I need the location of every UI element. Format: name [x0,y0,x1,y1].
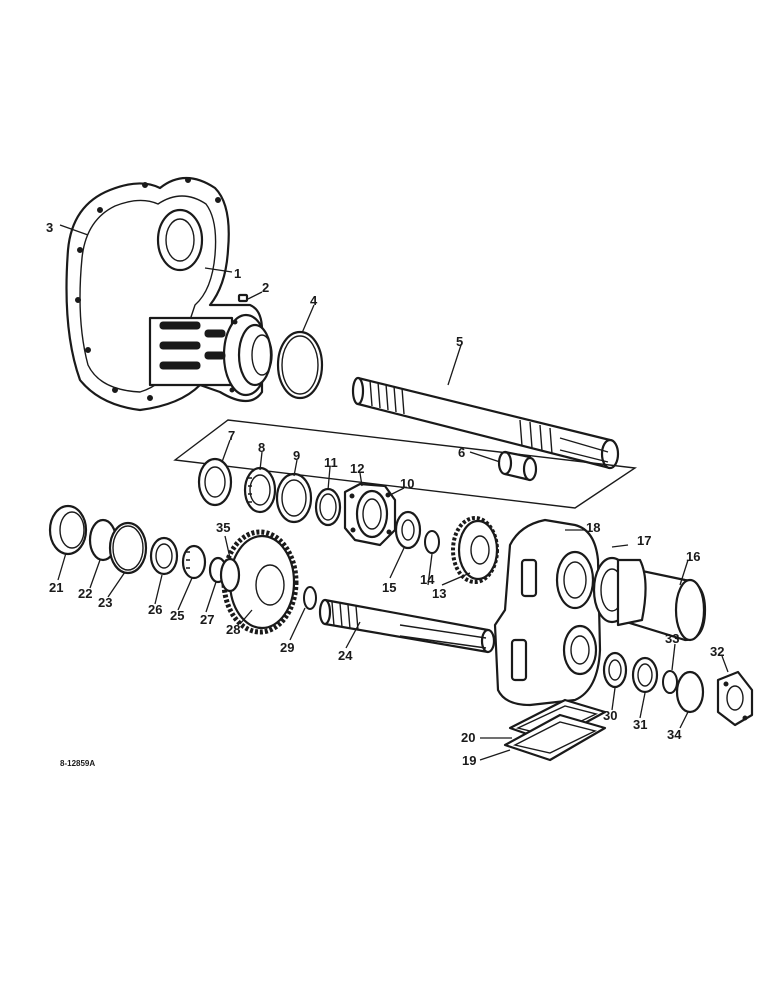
part-20-19-gasket-cover [503,698,607,762]
part-34-ring [675,670,705,714]
callout-17: 17 [637,533,651,548]
part-16-cone-housing [616,558,707,642]
figure-reference-code: 8-12859A [60,759,95,768]
callout-20: 20 [461,730,475,745]
part-32-cap [716,670,754,727]
callout-13: 13 [432,586,446,601]
part-12-10-retainer [343,482,397,547]
callout-2: 2 [262,280,269,295]
part-21-cover [48,504,88,556]
part-23-shim [108,521,148,575]
callout-5: 5 [456,334,463,349]
part-30-bearing [602,651,628,689]
callout-25: 25 [170,608,184,623]
part-5-shaft [351,376,620,470]
part-29-snap-ring [303,586,317,610]
callout-16: 16 [686,549,700,564]
callout-19: 19 [462,753,476,768]
callout-22: 22 [78,586,92,601]
callout-9: 9 [293,448,300,463]
part-25-bearing [181,544,207,580]
callout-7: 7 [228,428,235,443]
callout-3: 3 [46,220,53,235]
housing-assembly [65,176,273,412]
part-14-snap-ring [424,530,440,554]
callout-35: 35 [216,520,230,535]
part-7-seal [197,457,233,507]
callout-6: 6 [458,445,465,460]
part-31-cup [631,656,659,694]
part-8-bearing [243,466,277,514]
callout-30: 30 [603,708,617,723]
callout-24: 24 [338,648,353,663]
part-24-shaft [318,598,496,654]
callout-28: 28 [226,622,240,637]
callout-32: 32 [710,644,724,659]
callout-31: 31 [633,717,647,732]
part-11-ring [314,487,342,527]
part-4-o-ring [276,330,324,400]
callout-27: 27 [200,612,214,627]
callout-21: 21 [49,580,63,595]
callout-8: 8 [258,440,265,455]
callout-29: 29 [280,640,294,655]
callout-33: 33 [665,631,679,646]
callout-26: 26 [148,602,162,617]
callout-4: 4 [310,293,318,308]
callout-14-visible: 14 [420,572,435,587]
callout-1: 1 [234,266,241,281]
callout-10: 10 [400,476,414,491]
callout-34: 34 [667,727,682,742]
callout-labels: 3 1 2 4 5 6 7 8 9 11 12 10 13 14 15 18 1… [46,220,724,768]
part-9-cup [275,472,313,524]
callout-15: 15 [382,580,396,595]
leader-lines [57,224,729,761]
callout-18: 18 [586,520,600,535]
callout-11: 11 [324,455,338,470]
part-33-snap-ring [662,670,678,694]
part-15-washer [394,510,422,550]
part-6-bushing [497,450,538,482]
bolt-holes [75,177,238,401]
housing-slots [159,321,226,370]
part-26-cup [149,536,179,576]
part-18-case [493,518,602,707]
callout-23: 23 [98,595,112,610]
callout-12: 12 [350,461,364,476]
part-13-gear [451,516,499,584]
part-28-35-gear [219,529,299,635]
assembly-frame [173,419,637,509]
part-2-bolt [237,293,249,303]
